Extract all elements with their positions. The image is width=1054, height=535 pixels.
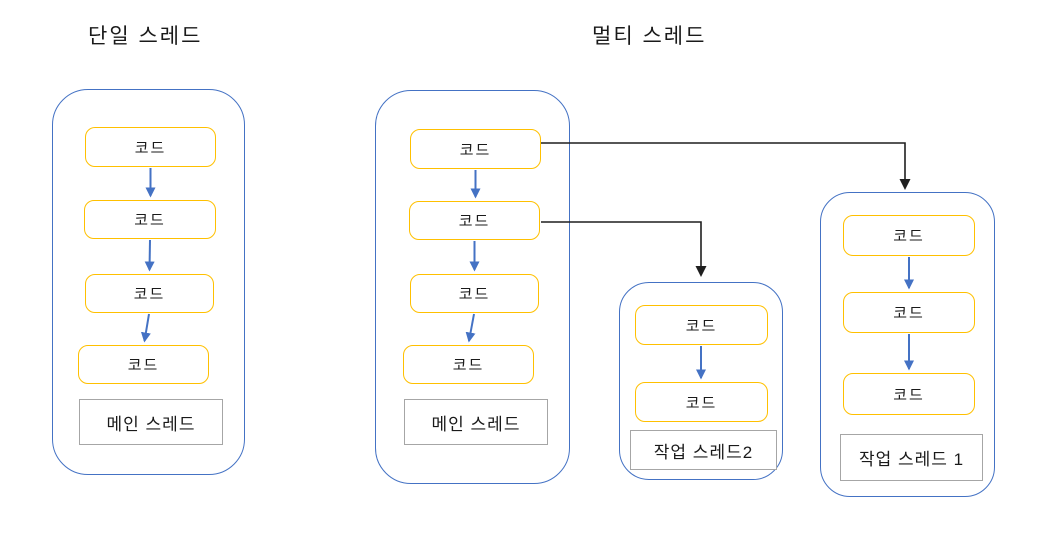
- code-box-single-3: 코드: [85, 274, 214, 313]
- code-box-worker2-1: 코드: [635, 305, 768, 345]
- code-box-worker1-1: 코드: [843, 215, 975, 256]
- code-box-multi-main-4: 코드: [403, 345, 534, 384]
- code-box-worker1-2: 코드: [843, 292, 975, 333]
- code-box-worker2-2: 코드: [635, 382, 768, 422]
- multi-main-thread-label: 메인 스레드: [404, 399, 548, 445]
- code-box-worker1-3: 코드: [843, 373, 975, 415]
- single-thread-title: 단일 스레드: [88, 25, 203, 48]
- code-box-single-2: 코드: [84, 200, 216, 239]
- code-box-multi-main-3: 코드: [410, 274, 539, 313]
- code-box-multi-main-1: 코드: [410, 129, 541, 169]
- code-box-single-1: 코드: [85, 127, 216, 167]
- worker-thread-1-container: [820, 192, 995, 497]
- code-box-multi-main-2: 코드: [409, 201, 540, 240]
- multi-thread-title: 멀티 스레드: [592, 25, 707, 48]
- worker-thread-2-label: 작업 스레드2: [630, 430, 777, 470]
- code-box-single-4: 코드: [78, 345, 209, 384]
- multi-main-thread-container: [375, 90, 570, 484]
- single-main-thread-label: 메인 스레드: [79, 399, 223, 445]
- worker-thread-2-container: [619, 282, 783, 480]
- worker-thread-1-label: 작업 스레드 1: [840, 434, 983, 481]
- spawn-connector-worker1: [541, 142, 911, 190]
- single-main-thread-container: [52, 89, 245, 475]
